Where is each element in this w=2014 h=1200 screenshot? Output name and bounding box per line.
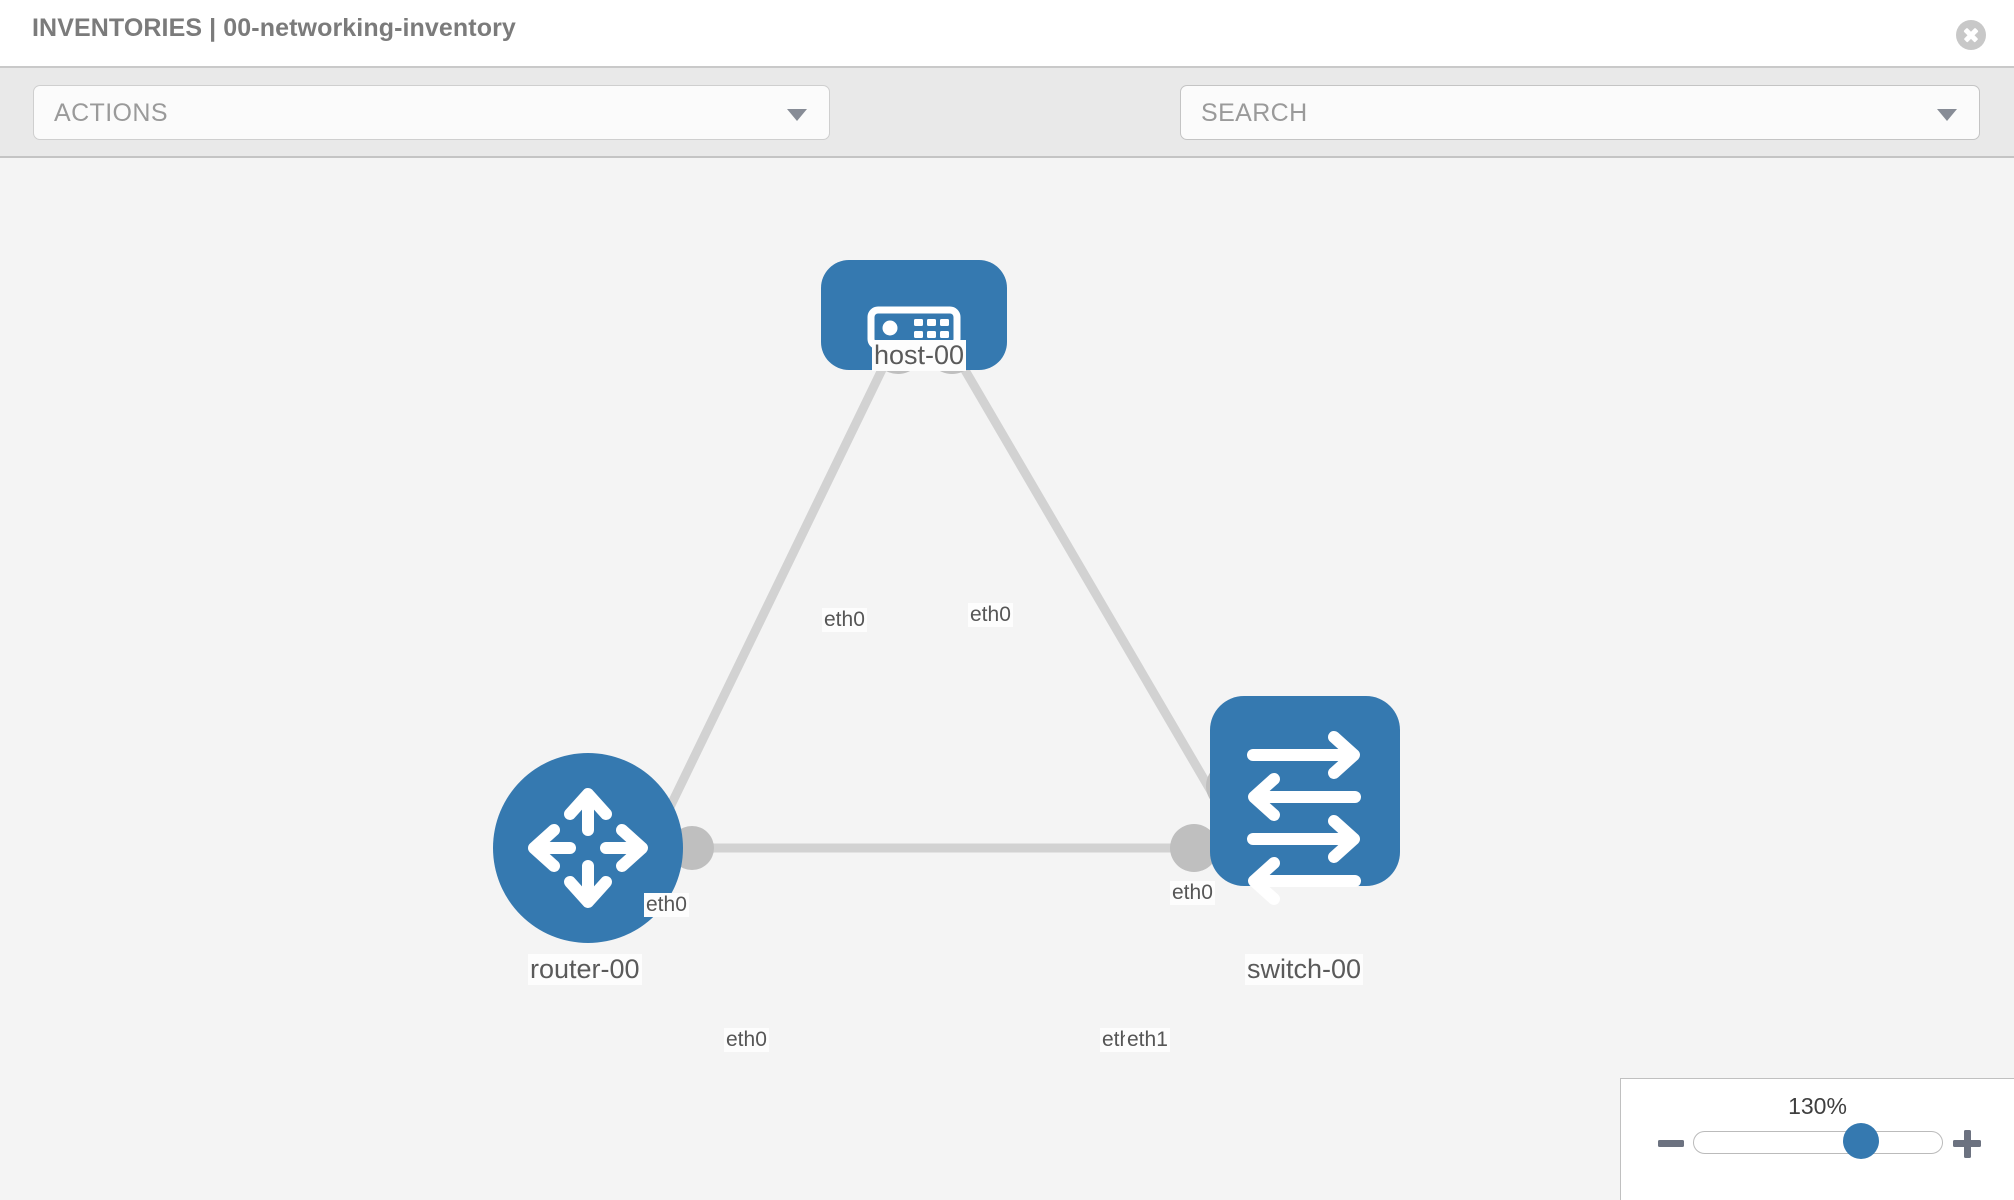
switch-arrows-icon xyxy=(1247,731,1361,905)
page-header: INVENTORIES | 00-networking-inventory xyxy=(0,0,2014,68)
iface-label-router-eth0: eth0 xyxy=(724,1028,769,1052)
zoom-slider-thumb[interactable] xyxy=(1843,1123,1879,1159)
node-label-host-00: host-00 xyxy=(872,340,967,371)
node-label-switch-00: switch-00 xyxy=(1245,954,1364,985)
link-host-switch xyxy=(950,348,1220,803)
zoom-out-button[interactable] xyxy=(1655,1127,1687,1159)
link-router-host xyxy=(650,348,895,843)
zoom-control-panel: 130% xyxy=(1620,1078,2014,1200)
search-input[interactable]: SEARCH xyxy=(1180,85,1980,140)
iface-label-host-eth0-left: eth0 xyxy=(822,608,867,632)
topology-canvas[interactable]: host-00 router-00 switch-00 eth0 eth0 et… xyxy=(0,158,2014,1200)
close-icon[interactable] xyxy=(1956,20,1986,50)
topology-graph xyxy=(493,260,1400,943)
router-arrows-icon xyxy=(528,788,648,908)
chevron-down-icon xyxy=(787,108,807,121)
chevron-down-icon xyxy=(1937,108,1957,121)
iface-label-switch-eth1: eth1 xyxy=(1125,1028,1170,1052)
iface-label-switch-eth0-uplink: eth0 xyxy=(1170,881,1215,905)
iface-label-router-eth0-uplink: eth0 xyxy=(644,893,689,917)
toolbar: ACTIONS SEARCH xyxy=(0,68,2014,197)
topology-ports xyxy=(670,322,1254,872)
actions-dropdown[interactable]: ACTIONS xyxy=(33,85,830,140)
node-router-00-shape xyxy=(493,753,683,943)
zoom-slider-track[interactable] xyxy=(1693,1131,1943,1154)
zoom-level-value: 130% xyxy=(1788,1093,1847,1119)
search-placeholder: SEARCH xyxy=(1201,99,1308,127)
node-router-00 xyxy=(493,753,683,943)
zoom-in-button[interactable] xyxy=(1951,1127,1983,1159)
page-title: INVENTORIES | 00-networking-inventory xyxy=(32,14,516,42)
iface-label-host-eth0-right: eth0 xyxy=(968,603,1013,627)
node-switch-00 xyxy=(1210,696,1400,905)
port-switch-eth1 xyxy=(1170,824,1218,872)
topology-links xyxy=(650,348,1220,853)
actions-dropdown-label: ACTIONS xyxy=(54,99,168,127)
node-label-router-00: router-00 xyxy=(528,954,642,985)
